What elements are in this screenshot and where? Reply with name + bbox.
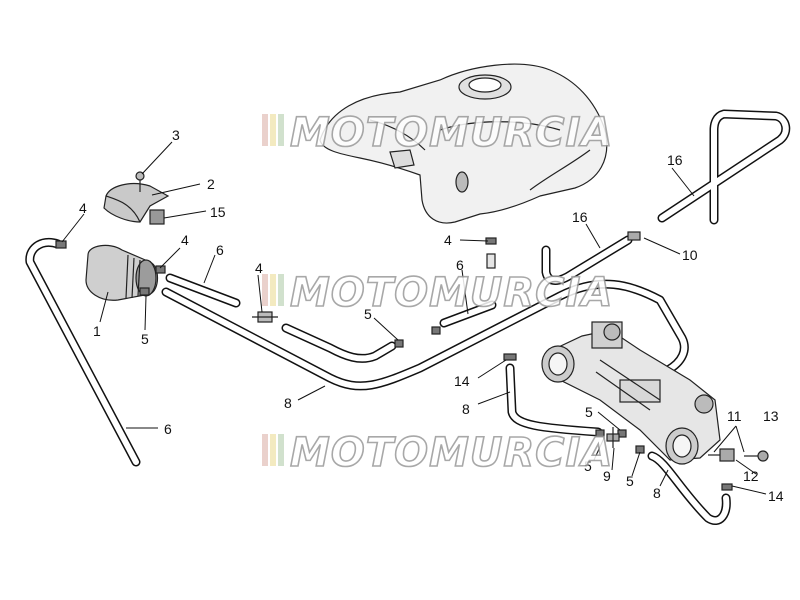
check-valve: [252, 311, 278, 323]
canister-clamp: [103, 183, 170, 223]
callout-6: 6: [164, 421, 172, 437]
callout-5: 5: [141, 331, 149, 347]
carbon-canister: [85, 244, 159, 301]
callout-4: 4: [181, 232, 189, 248]
hose-6-middle: [165, 273, 241, 308]
callout-11: 11: [727, 408, 742, 424]
fitting-pipe-6: [486, 253, 496, 269]
nut-clip: [149, 209, 165, 225]
callout-12: 12: [743, 468, 759, 484]
watermark-middle: MOTOMURCIA: [262, 269, 613, 317]
callout-16: 16: [667, 152, 683, 168]
sensor-12: [708, 448, 735, 462]
callout-16: 16: [572, 209, 588, 225]
connector-10: [627, 231, 641, 241]
hose-clip-group: [55, 237, 733, 491]
callout-5: 5: [584, 458, 592, 474]
watermark-top: MOTOMURCIA: [262, 109, 613, 157]
callout-4: 4: [79, 200, 87, 216]
callout-13: 13: [763, 408, 779, 424]
callout-2: 2: [207, 176, 215, 192]
hose-8-lower: [647, 451, 731, 525]
callout-6: 6: [216, 242, 224, 258]
hose-8-connector: [281, 323, 397, 363]
hose-16-upper: [657, 109, 791, 225]
hose-8-throttle: [505, 363, 603, 437]
watermark-text: MOTOMURCIA: [290, 430, 613, 476]
fuel-tank: [319, 63, 608, 224]
t-fitting-9: [606, 427, 620, 448]
callout-14: 14: [454, 373, 470, 389]
callout-10: 10: [682, 247, 698, 263]
hose-16-lower: [541, 235, 633, 285]
callout-5: 5: [626, 473, 634, 489]
callout-4: 4: [444, 232, 452, 248]
hose-8-upper: [161, 279, 689, 391]
callout-1: 1: [93, 323, 101, 339]
hose-6-left: [25, 238, 141, 467]
callout-15: 15: [210, 204, 226, 220]
throttle-body: [541, 321, 721, 465]
callout-5: 5: [585, 404, 593, 420]
callout-8: 8: [284, 395, 292, 411]
callout-6: 6: [456, 257, 464, 273]
callout-14: 14: [768, 488, 784, 504]
watermark-bottom: MOTOMURCIA: [262, 429, 613, 477]
callout-8: 8: [462, 401, 470, 417]
bolt-13: [744, 450, 769, 462]
callout-8: 8: [653, 485, 661, 501]
watermark-text: MOTOMURCIA: [290, 270, 613, 316]
callout-4: 4: [255, 260, 263, 276]
leader-lines: [61, 141, 767, 495]
callout-3: 3: [172, 127, 180, 143]
callout-numbers: 3 2 15 4 4 4 4 1 5 5 5 5 5 6 6 6 16 16 1…: [79, 127, 784, 504]
callout-5: 5: [364, 306, 372, 322]
watermark-text: MOTOMURCIA: [290, 110, 613, 156]
callout-9: 9: [603, 468, 611, 484]
